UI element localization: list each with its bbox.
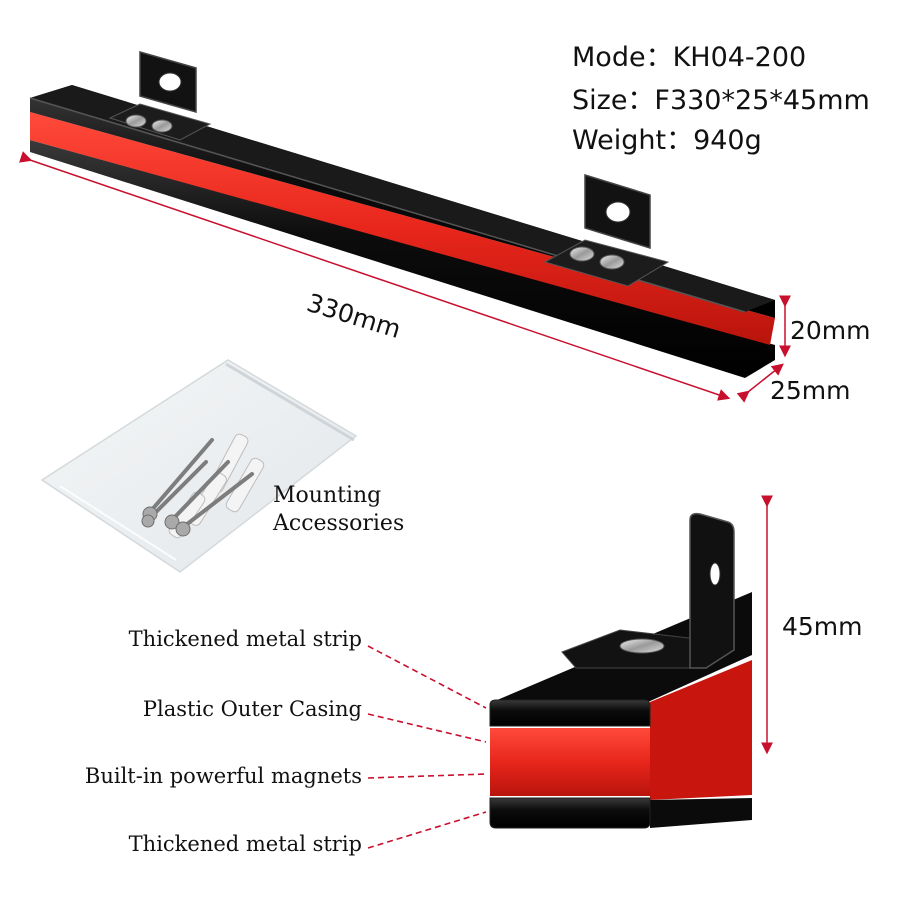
length-dimension-line [18, 151, 731, 401]
leader-line-1 [367, 645, 487, 709]
leader-line-3 [367, 773, 487, 779]
screws [146, 438, 254, 530]
bar-closeup [489, 512, 752, 829]
dimension-height-label: 20mm [790, 316, 871, 345]
leader-lines [367, 645, 487, 849]
depth-dimension-line [736, 363, 784, 403]
dimension-total-height-label: 45mm [782, 612, 863, 641]
accessories-bag [40, 359, 358, 573]
spec-model: Mode：KH04-200 [572, 42, 807, 73]
accessories-label-line2: Accessories [273, 511, 405, 536]
spec-size: Size：F330*25*45mm [572, 85, 870, 116]
spec-weight: Weight：940g [572, 125, 762, 156]
layer-label-bottom-strip: Thickened metal strip [128, 832, 362, 856]
layer-label-casing: Plastic Outer Casing [142, 697, 362, 721]
leader-line-2 [367, 713, 487, 743]
layer-label-top-strip: Thickened metal strip [128, 627, 362, 651]
accessories-label-line1: Mounting [273, 483, 382, 508]
dimension-depth-label: 25mm [770, 376, 851, 405]
layer-label-magnets: Built-in powerful magnets [84, 764, 362, 788]
mounting-bracket-left [108, 51, 212, 141]
leader-line-4 [367, 811, 487, 849]
